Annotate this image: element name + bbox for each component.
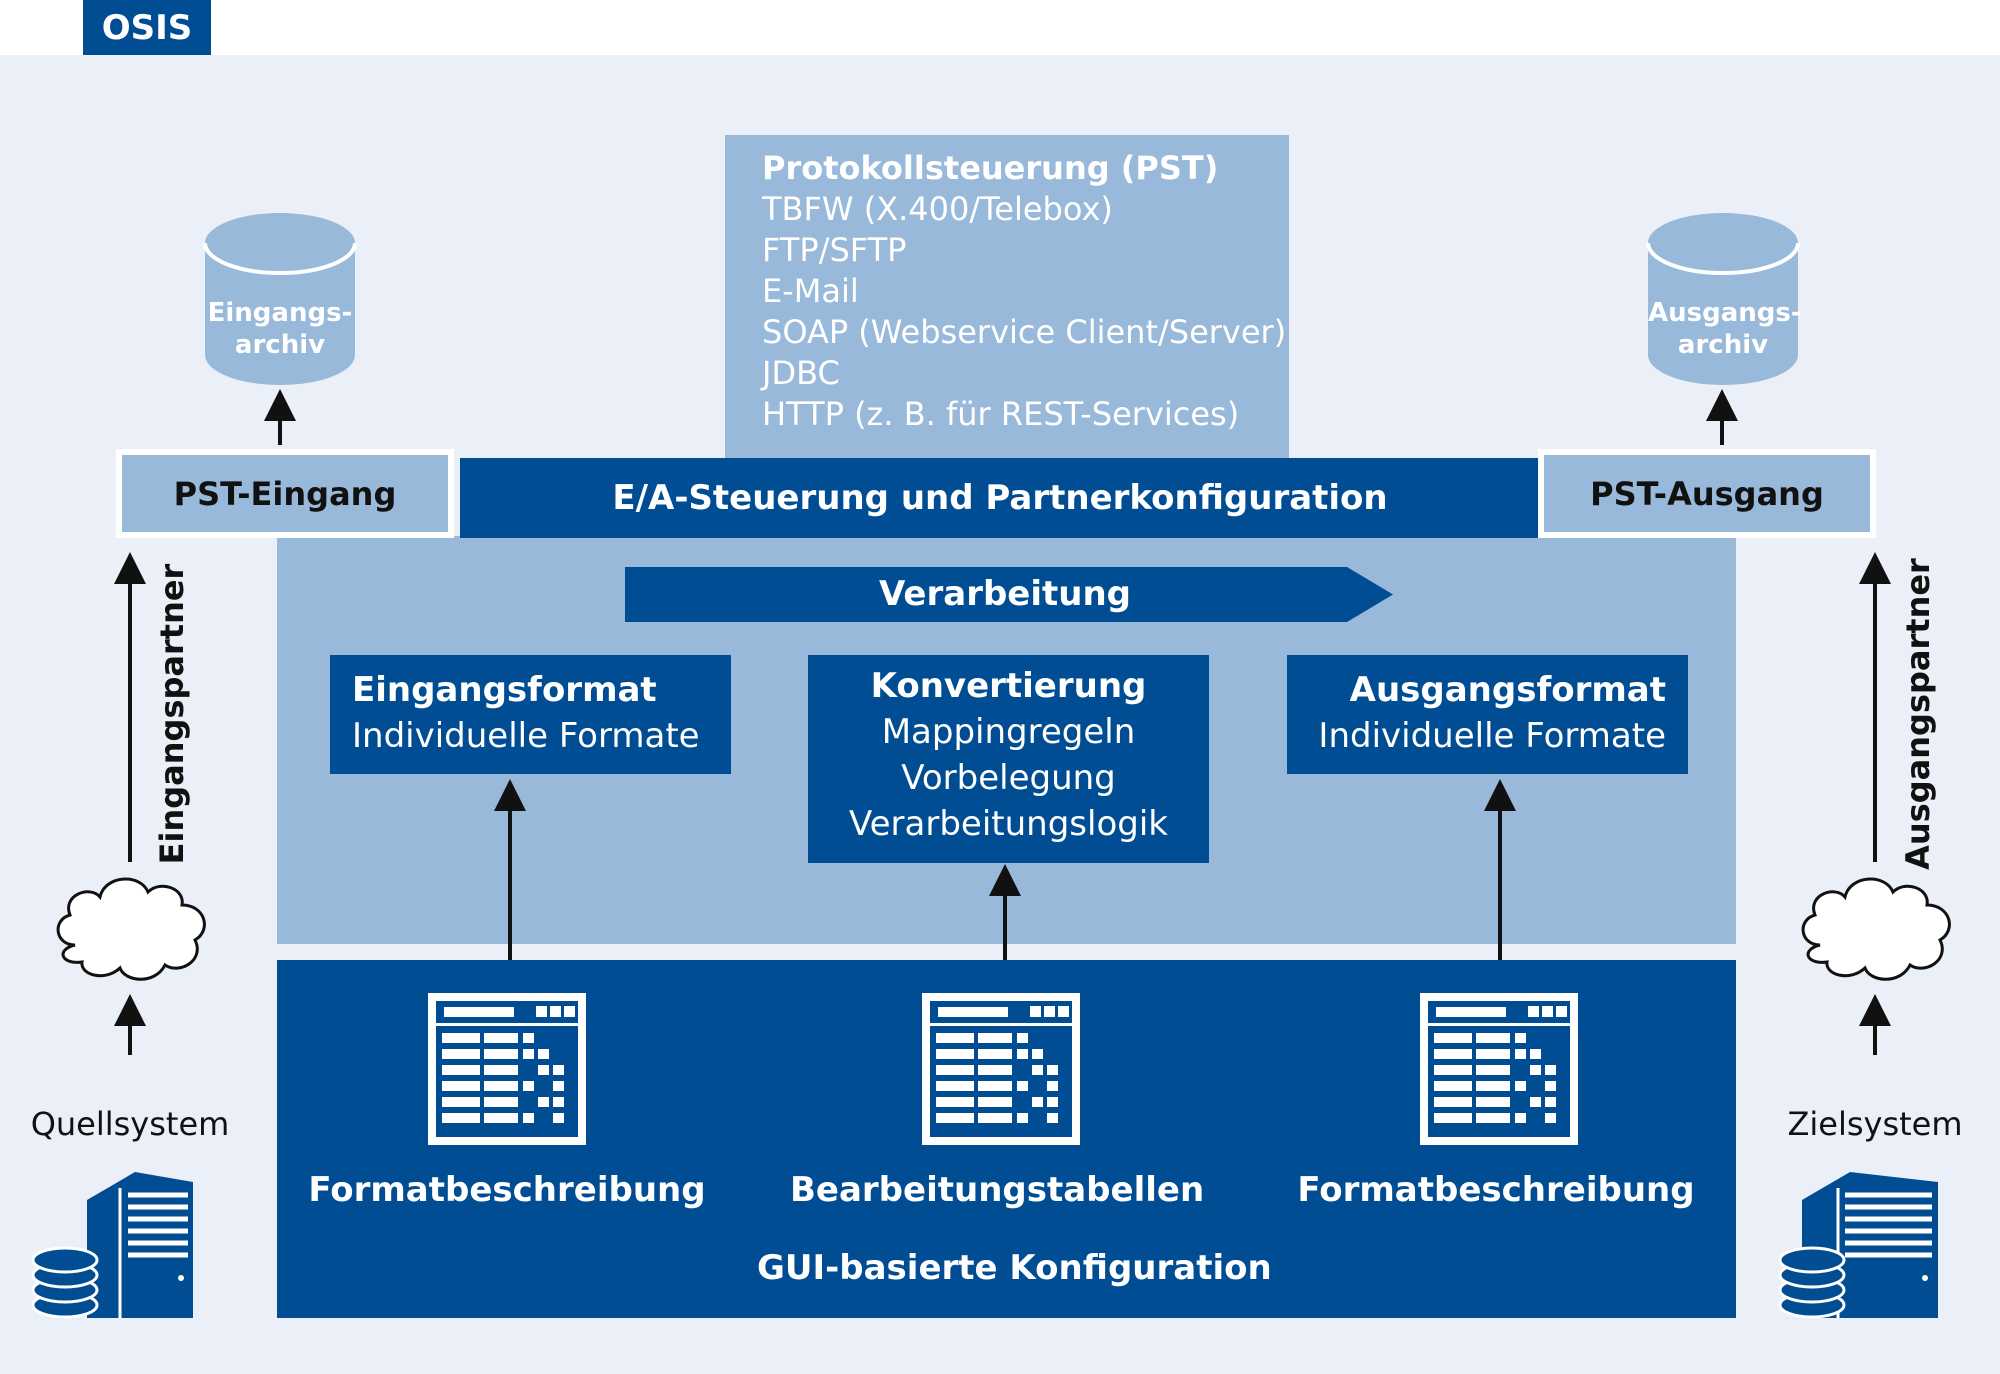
gui-configuration-label: GUI-basierte Konfiguration [757, 1248, 1272, 1288]
conversion-line: Vorbelegung [901, 758, 1116, 798]
conversion-line: Verarbeitungslogik [849, 804, 1168, 844]
input-format-box: Eingangsformat Individuelle Formate [330, 655, 731, 774]
processing-arrow [625, 567, 1393, 622]
conversion-box: Konvertierung Mappingregeln Vorbelegung … [808, 655, 1209, 863]
pst-input-box: PST-Eingang [116, 449, 454, 538]
io-control-bar: E/A-Steuerung und Partnerkonfiguration [460, 458, 1540, 538]
conversion-title: Konvertierung [870, 666, 1147, 706]
output-format-line: Individuelle Formate [1318, 716, 1666, 756]
format-table-icon [428, 993, 586, 1145]
archive-label-line: archiv [1677, 330, 1769, 360]
protocol-item: JDBC [762, 354, 840, 392]
config-item-label: Bearbeitungstabellen [790, 1170, 1205, 1210]
protocol-control-list: Protokollsteuerung (PST) TBFW (X.400/Tel… [762, 148, 1286, 435]
cloud-icon [56, 877, 206, 981]
protocol-control-title: Protokollsteuerung (PST) [762, 149, 1219, 187]
input-format-line: Individuelle Formate [352, 716, 700, 756]
archive-label-line: archiv [234, 330, 326, 360]
conversion-line: Mappingregeln [881, 712, 1136, 752]
output-archive-label: Ausgangs- archiv [1648, 297, 1802, 361]
output-archive-database-icon [1646, 213, 1800, 385]
archive-label-line: Ausgangs- [1648, 298, 1802, 328]
config-item-label: Formatbeschreibung [308, 1170, 706, 1210]
output-format-box: Ausgangsformat Individuelle Formate [1287, 655, 1688, 774]
input-partner-label: Eingangspartner [153, 563, 191, 865]
source-server-icon [31, 1172, 193, 1319]
source-system-label: Quellsystem [30, 1105, 230, 1143]
protocol-item: FTP/SFTP [762, 231, 907, 269]
input-archive-database-icon [203, 213, 357, 385]
target-server-icon [1778, 1172, 1938, 1319]
processing-table-icon [922, 993, 1080, 1145]
output-partner-label: Ausgangspartner [1899, 558, 1937, 870]
input-format-title: Eingangsformat [352, 670, 657, 710]
config-item-label: Formatbeschreibung [1297, 1170, 1695, 1210]
input-archive-label: Eingangs- archiv [205, 297, 355, 361]
protocol-control-box [725, 135, 1289, 460]
target-system-label: Zielsystem [1787, 1105, 1963, 1143]
format-table-icon [1420, 993, 1578, 1145]
protocol-item: TBFW (X.400/Telebox) [762, 190, 1113, 228]
protocol-item: E-Mail [762, 272, 859, 310]
archive-label-line: Eingangs- [207, 298, 353, 328]
protocol-item: SOAP (Webservice Client/Server) [762, 313, 1287, 351]
cloud-icon [1801, 877, 1951, 981]
output-format-title: Ausgangsformat [1349, 670, 1666, 710]
pst-output-box: PST-Ausgang [1538, 449, 1876, 538]
osis-tag: OSIS [83, 0, 211, 55]
protocol-item: HTTP (z. B. für REST-Services) [762, 395, 1240, 433]
processing-arrow-label: Verarbeitung [878, 574, 1132, 614]
